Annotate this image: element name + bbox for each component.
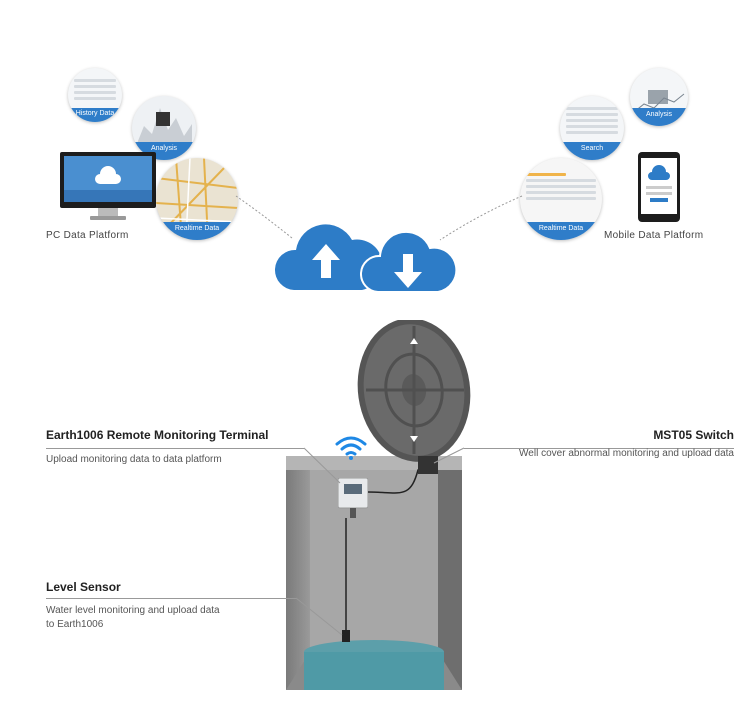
realtime-data-bubble-mobile: Realtime Data	[520, 158, 602, 240]
arrow-up-icon	[312, 244, 340, 278]
switch-leader-diag	[433, 447, 465, 464]
terminal-leader	[46, 448, 304, 449]
arrow-down-icon	[394, 254, 422, 288]
switch-title: MST05 Switch	[653, 428, 734, 442]
bar-chart-icon	[633, 90, 685, 113]
well-cover	[356, 318, 474, 466]
sensor-desc-2: to Earth1006	[46, 619, 104, 630]
analysis-label-mobile: Analysis	[630, 108, 688, 126]
terminal-leader-diag	[303, 447, 341, 484]
switch-desc: Well cover abnormal monitoring and uploa…	[519, 448, 734, 459]
mobile-device	[638, 152, 680, 222]
pc-platform-label: PC Data Platform	[46, 230, 129, 241]
terminal-device	[337, 477, 369, 518]
mobile-platform-label: Mobile Data Platform	[604, 230, 704, 241]
sensor-leader-diag	[295, 597, 343, 636]
well-shaft	[286, 456, 462, 690]
realtime-data-bubble-pc: Realtime Data	[156, 158, 238, 240]
search-bubble: Search	[560, 96, 624, 160]
terminal-desc: Upload monitoring data to data platform	[46, 454, 222, 465]
search-label: Search	[560, 142, 624, 160]
analysis-bubble-mobile: Analysis	[630, 68, 688, 126]
realtime-data-label-pc: Realtime Data	[156, 222, 238, 240]
sensor-leader	[46, 598, 296, 599]
upload-cloud	[272, 218, 383, 292]
pc-monitor	[60, 152, 156, 224]
sensor-desc-1: Water level monitoring and upload data	[46, 605, 220, 616]
download-cloud	[359, 230, 458, 294]
realtime-data-label-mobile: Realtime Data	[520, 222, 602, 240]
analysis-bubble-pc: Analysis	[132, 96, 196, 160]
mst05-switch-device	[418, 456, 438, 474]
connector-lines	[235, 195, 523, 241]
history-data-bubble: History Data	[68, 68, 122, 122]
switch-leader	[464, 448, 734, 449]
wifi-icon	[334, 434, 368, 460]
terminal-title: Earth1006 Remote Monitoring Terminal	[46, 428, 269, 442]
history-data-label: History Data	[68, 108, 122, 122]
sensor-title: Level Sensor	[46, 580, 121, 594]
